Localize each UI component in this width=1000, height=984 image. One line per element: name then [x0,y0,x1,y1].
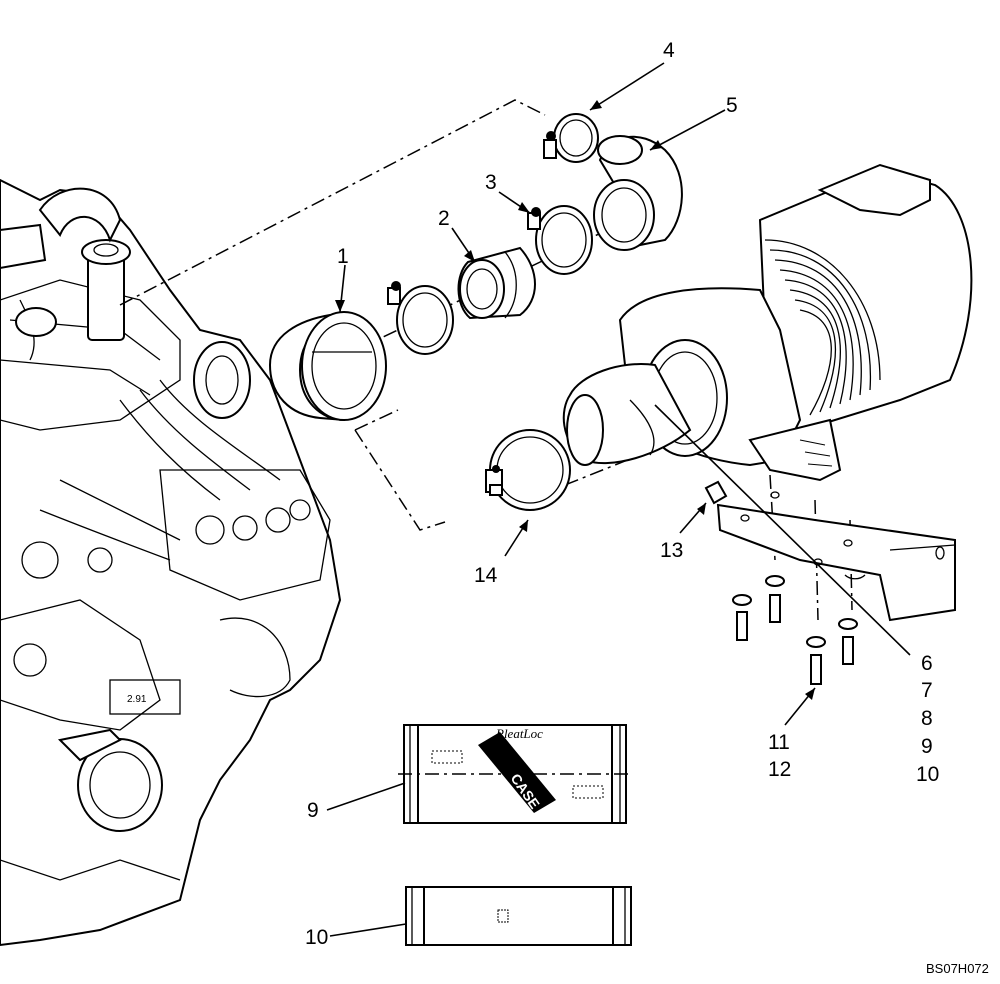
part-10-safety-filter [405,886,632,946]
filter-brand-text: PleatLoc [495,726,543,741]
callout-12: 12 [768,758,791,781]
part-2-tube [457,246,536,320]
drawing-code: BS07H072 [926,961,989,976]
part-14-clamp [485,429,571,511]
part-1-hose [268,311,387,421]
part-9-filter-element: CASE PleatLoc [398,724,632,824]
callout-6: 6 [921,652,933,675]
callout-4: 4 [663,39,675,62]
clamp-small [387,281,454,355]
callout-14: 14 [474,564,498,587]
engine-assembly: 2.91 [0,178,342,947]
engine-plate-text: 2.91 [127,694,147,705]
part-6-air-cleaner [562,163,973,482]
callout-8: 8 [921,707,933,730]
callout-13: 13 [660,539,683,562]
callout-11: 11 [768,731,790,754]
callout-labels: 1 2 3 4 5 6 7 8 9 10 11 12 13 14 9 10 BS… [305,39,989,976]
callout-10: 10 [916,763,939,786]
part-5-elbow [593,135,683,251]
part-4-clamp [543,113,599,163]
callout-9: 9 [921,735,933,758]
callout-2: 2 [438,207,450,230]
part-13-block [704,480,728,505]
callout-7: 7 [921,679,933,702]
callout-5: 5 [726,94,738,117]
callout-10-detail: 10 [305,926,328,949]
callout-9-detail: 9 [307,799,319,822]
callout-1: 1 [337,245,349,268]
callout-3: 3 [485,171,497,194]
leader-lines [326,62,911,937]
part-3-clamp [527,205,593,275]
mounting-bracket [716,491,956,622]
bolts-washers [732,575,858,685]
